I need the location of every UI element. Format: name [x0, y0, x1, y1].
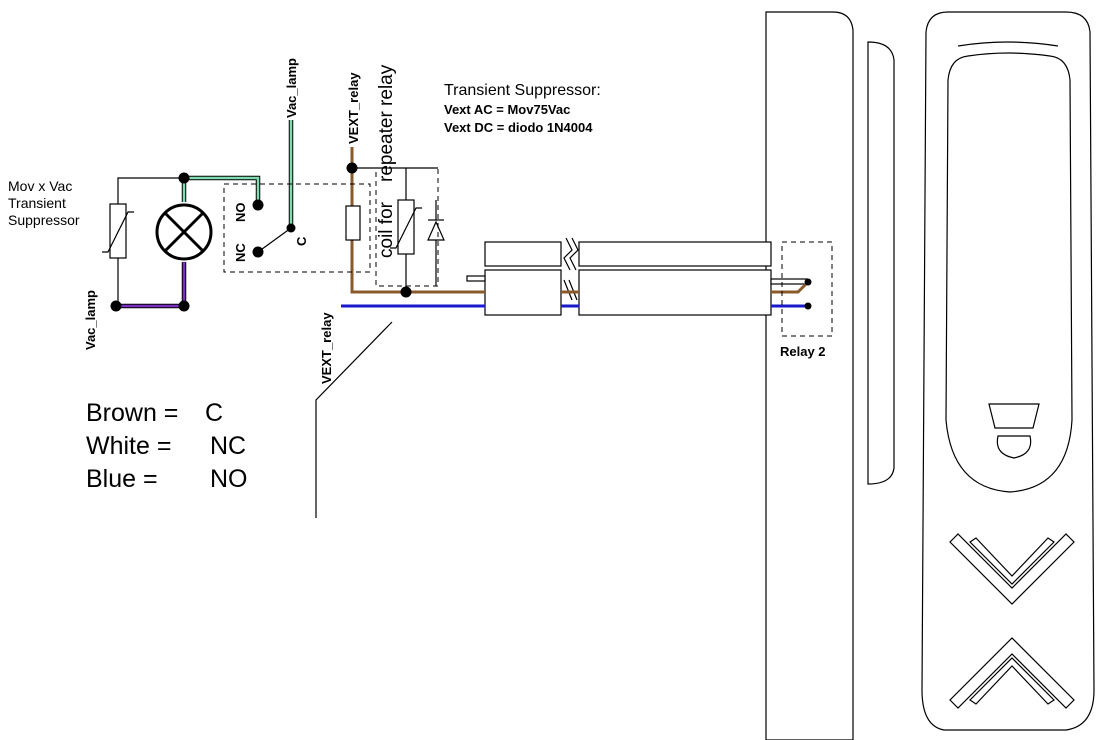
mov-title-line1: Mov x Vac	[8, 178, 72, 194]
junction-dot	[286, 223, 296, 233]
remote-down-button-inner	[969, 537, 1055, 585]
ts-title: Transient Suppressor:	[444, 82, 601, 99]
contact-no-label: NO	[233, 203, 248, 223]
break-mark-lower	[563, 279, 578, 301]
vext-relay-top-label: VEXT_relay	[346, 72, 361, 144]
lamp-cross-b	[163, 211, 205, 253]
ts-ac-line: Vext AC = Mov75Vac	[444, 102, 570, 117]
remote-up-button-inner	[969, 657, 1055, 705]
mov-suppressor-coil-slash	[390, 207, 422, 249]
cable-sheath-lower	[578, 269, 772, 316]
vext-relay-diag-label: VEXT_relay	[319, 312, 334, 384]
junction-dot	[346, 162, 358, 174]
coil-label-line2: repeater relay	[376, 64, 397, 182]
coil-label-line1: coil for	[376, 201, 397, 258]
ts-dc-line: Vext DC = diodo 1N4004	[444, 120, 593, 135]
junction-dot	[400, 286, 412, 298]
break-mark-upper-2	[569, 237, 579, 271]
cable-sheath-upper	[578, 241, 772, 267]
contact-arm	[257, 227, 292, 253]
brown-wire	[350, 147, 485, 294]
remote-top-ridge	[957, 41, 1059, 47]
vac-lamp-top-label: Vac_lamp	[284, 58, 299, 118]
remote-indicator-upper	[988, 403, 1040, 429]
side-panel	[867, 41, 895, 485]
legend-brown-name: Brown =	[86, 399, 178, 427]
legend-white-value: NC	[210, 432, 246, 460]
junction-dot	[804, 302, 812, 310]
junction-dot	[252, 246, 264, 258]
vac-lamp-left-label: Vac_lamp	[83, 290, 98, 350]
junction-dot	[178, 300, 190, 312]
junction-dot	[178, 172, 190, 184]
diode-icon	[427, 220, 445, 241]
wall-panel	[765, 11, 854, 740]
junction-dot	[804, 278, 812, 286]
break-mark-upper	[563, 237, 573, 271]
brown-wire-right	[771, 280, 810, 294]
connector-box-upper-left	[484, 241, 562, 267]
vext-diagonal-lead	[315, 321, 393, 518]
purple-wire	[116, 262, 187, 309]
white-wire-right	[770, 278, 808, 285]
mov-lead	[117, 177, 184, 204]
junction-dot	[110, 300, 122, 312]
connector-box-lower-left	[484, 269, 562, 316]
legend-blue-name: Blue =	[86, 465, 158, 493]
junction-dot	[252, 199, 264, 211]
contact-c-label: C	[294, 236, 309, 246]
remote-down-button-icon	[949, 533, 1075, 605]
legend-blue-value: NO	[210, 465, 248, 493]
legend-white-name: White =	[86, 432, 171, 460]
green-lamp-wire-fill	[182, 176, 260, 205]
green-lamp-wire	[181, 175, 261, 205]
legend-brown-value: C	[205, 399, 223, 427]
remote-up-button-icon	[949, 637, 1075, 709]
remote-inner-outline	[945, 52, 1073, 493]
relay2-label: Relay 2	[780, 344, 826, 359]
mov-title-line2: Transient	[8, 195, 66, 211]
white-wire-left	[466, 275, 486, 282]
remote-indicator-lower	[996, 435, 1032, 459]
coil-resistor	[345, 205, 361, 241]
contact-nc-label: NC	[233, 243, 248, 262]
remote-housing	[921, 11, 1095, 731]
mov-suppressor-left-slash	[102, 211, 134, 253]
relay-contact-box	[223, 183, 371, 273]
mov-title-line3: Suppressor	[8, 212, 80, 228]
purple-wire-fill	[116, 262, 186, 308]
